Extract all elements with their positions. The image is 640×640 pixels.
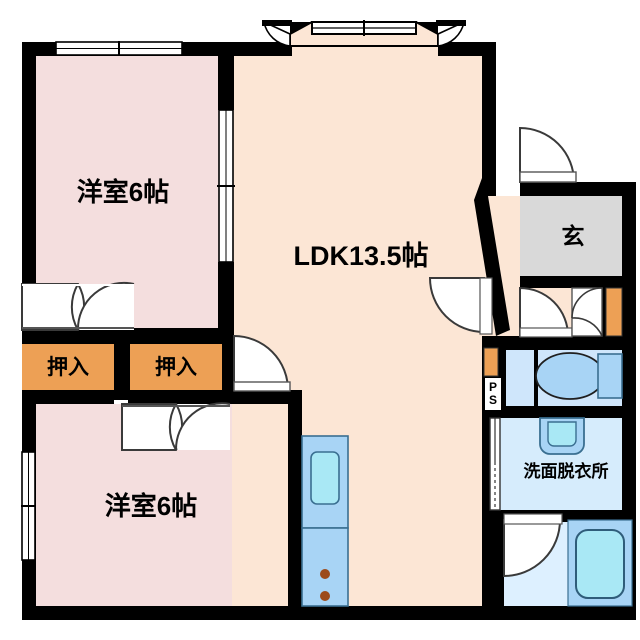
- room-fill-entry-hall: [496, 276, 636, 336]
- room-label-genkan: 玄: [561, 222, 585, 249]
- room-label-washroom: 洗面脱衣所: [523, 461, 609, 481]
- closet-left: [22, 344, 114, 390]
- room-fill-ldk-bay: [290, 22, 438, 46]
- closet-right: [130, 344, 222, 390]
- room-label-ldk: LDK13.5帖: [293, 240, 429, 271]
- room-fill-bathroom: [500, 520, 632, 620]
- room-fill-ldk-main: [232, 42, 496, 620]
- closet-right-label: 押入: [155, 355, 197, 379]
- ps-label: P S: [485, 378, 501, 410]
- room-fill-toilet: [504, 348, 632, 406]
- room-label-bedroom-upper: 洋室6帖: [76, 177, 170, 207]
- closet-left-label: 押入: [47, 355, 89, 379]
- room-label-bedroom-lower: 洋室6帖: [104, 491, 198, 521]
- room-fill-genkan: [520, 196, 632, 278]
- swing-door-genkan-top: [519, 126, 577, 183]
- ps-label-char-s: S: [488, 393, 497, 407]
- ps-label-char-p: P: [488, 380, 497, 395]
